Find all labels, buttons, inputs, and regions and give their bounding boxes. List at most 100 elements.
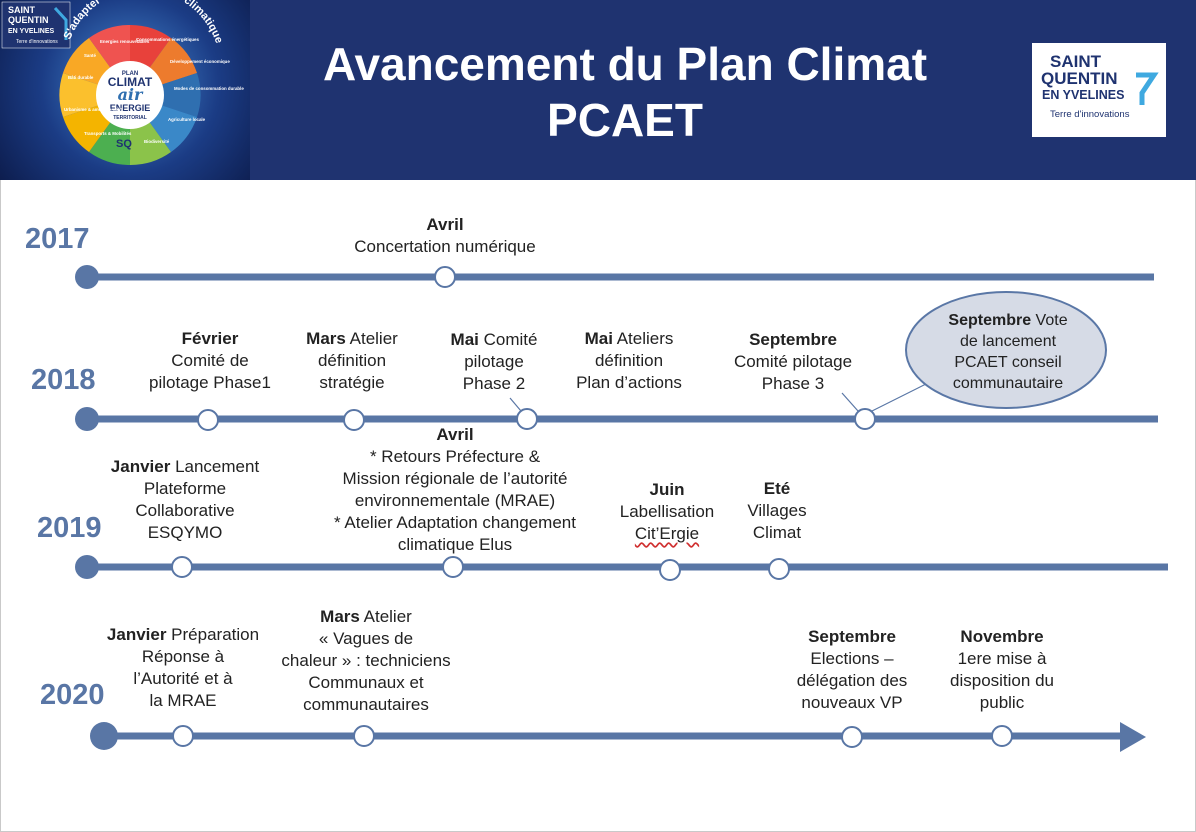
saint-quentin-logo-icon: SAINT QUENTIN EN YVELINES Terre d'innova…	[1041, 52, 1159, 120]
event-text: Labellisation	[619, 502, 715, 521]
event-2018-mai-comite: Mai Comité pilotage Phase 2	[432, 329, 556, 395]
event-text: Climat	[752, 523, 802, 542]
timeline-start-dot-2017	[75, 265, 99, 289]
right-logo-line1: SAINT	[1050, 52, 1102, 71]
event-month: Mars	[306, 329, 346, 348]
event-2018-septembre-comite: Septembre Comité pilotage Phase 3	[712, 329, 874, 395]
connector-2018-vote	[871, 382, 929, 412]
left-brand-line1: SAINT	[8, 5, 36, 15]
event-marker-2018-mars	[343, 409, 365, 431]
page-title: Avancement du Plan Climat PCAET	[260, 36, 990, 148]
event-2018-mai-ateliers: Mai Ateliers définition Plan d’actions	[558, 328, 700, 394]
event-text: la MRAE	[149, 691, 217, 710]
event-marker-2020-mars	[353, 725, 375, 747]
event-text: l’Autorité et à	[133, 669, 233, 688]
left-brand-line2: QUENTIN	[8, 15, 49, 25]
event-marker-2019-avril	[442, 556, 464, 578]
event-month: Mai	[584, 329, 613, 348]
event-marker-2018-fevrier	[197, 409, 219, 431]
wheel-center-line4: ENERGIE	[110, 103, 151, 113]
event-text: Préparation	[166, 625, 260, 644]
wheel-segment-label: Biodiversité	[144, 139, 170, 144]
wheel-segment-label: Energies renouvelables	[100, 39, 150, 44]
year-label-2020: 2020	[40, 679, 105, 711]
event-text: Cit’Ergie	[634, 524, 700, 543]
event-month: Février	[181, 329, 239, 348]
wheel-segment-label: Urbanisme & aménagement	[64, 107, 122, 112]
event-2019-janvier: Janvier Lancement Plateforme Collaborati…	[90, 456, 280, 544]
event-text: de lancement	[959, 333, 1057, 350]
event-month: Septembre	[808, 627, 896, 646]
event-text: Comité	[478, 330, 538, 349]
event-month: Eté	[763, 479, 791, 498]
wheel-segment-label: Bâti durable	[68, 75, 94, 80]
vote-bubble	[905, 291, 1107, 409]
event-text: environnementale (MRAE)	[354, 491, 556, 510]
event-text: ESQYMO	[147, 523, 223, 542]
event-text: chaleur » : techniciens	[281, 651, 451, 670]
event-marker-2020-janvier	[172, 725, 194, 747]
event-marker-2019-janvier	[171, 556, 193, 578]
connector-2018-mai	[509, 397, 522, 412]
event-text: Atelier	[345, 329, 398, 348]
event-text: définition	[594, 351, 664, 370]
event-text: Comité de	[171, 351, 249, 370]
event-text: Lancement	[170, 457, 260, 476]
event-text: Atelier	[359, 607, 412, 626]
event-text: PCAET conseil	[954, 354, 1062, 371]
event-month: Juin	[649, 480, 685, 499]
event-month: Novembre	[960, 627, 1044, 646]
event-month: Septembre	[948, 312, 1032, 329]
event-text: stratégie	[319, 373, 385, 392]
event-text: Concertation numérique	[354, 237, 536, 256]
event-text: Collaborative	[135, 501, 235, 520]
wheel-segment-label: Consommations énergétiques	[136, 37, 200, 42]
event-marker-2019-juin	[659, 559, 681, 581]
wheel-center-line3: air	[118, 85, 144, 104]
wheel-center-line5: TERRITORIAL	[113, 115, 147, 121]
event-text: Phase 3	[761, 374, 825, 393]
event-text: communautaires	[303, 695, 429, 714]
event-text: Villages	[747, 501, 807, 520]
sq-mark: SQ	[116, 138, 132, 150]
event-text: disposition du	[950, 671, 1054, 690]
event-text: Mission régionale de l’autorité	[342, 469, 568, 488]
event-marker-2017-avril	[434, 266, 456, 288]
event-text: Communaux et	[308, 673, 424, 692]
event-text: Réponse à	[141, 647, 225, 666]
page-title-line1: Avancement du Plan Climat	[322, 38, 928, 90]
right-logo-tagline: Terre d'innovations	[1050, 109, 1130, 120]
event-text: Ateliers	[612, 329, 674, 348]
left-brand-line3: EN YVELINES	[8, 28, 54, 35]
timeline-start-dot-2018	[75, 407, 99, 431]
event-text: « Vagues de	[318, 629, 414, 648]
event-month: Avril	[426, 215, 464, 234]
event-marker-2020-septembre	[841, 726, 863, 748]
event-text: Elections –	[810, 649, 894, 668]
event-text: Plan d’actions	[576, 373, 682, 392]
event-text: Comité pilotage	[733, 352, 853, 371]
event-text: nouveaux VP	[801, 693, 903, 712]
wheel-center-line2: CLIMAT	[108, 75, 153, 89]
saint-quentin-logo: SAINT QUENTIN EN YVELINES Terre d'innova…	[1032, 43, 1166, 137]
wheel-segment-label: Transports & Mobilités	[84, 131, 132, 136]
year-label-2017: 2017	[25, 223, 90, 255]
connector-2018-septembre	[841, 392, 859, 412]
plan-climat-wheel-icon: SAINT QUENTIN EN YVELINES Terre d'innova…	[1, 0, 244, 166]
event-text: Phase 2	[462, 374, 526, 393]
plan-climat-logo: SAINT QUENTIN EN YVELINES Terre d'innova…	[0, 0, 250, 180]
event-month: Mars	[320, 607, 360, 626]
event-2019-juin: Juin Labellisation Cit’Ergie	[606, 479, 728, 545]
event-2018-septembre-vote: Septembre Vote de lancement PCAET consei…	[914, 310, 1102, 394]
event-2020-janvier: Janvier Préparation Réponse à l’Autorité…	[88, 624, 278, 712]
timeline-arrow-head	[1120, 722, 1146, 752]
wheel-segment-label: Santé	[84, 53, 97, 58]
year-label-2019: 2019	[37, 512, 102, 544]
right-logo-line2: QUENTIN	[1041, 69, 1118, 88]
event-2019-ete: Eté Villages Climat	[732, 478, 822, 544]
event-2020-septembre: Septembre Elections – délégation des nou…	[776, 626, 928, 714]
wheel-segment-label: Agriculture locale	[168, 117, 206, 122]
event-month: Janvier	[106, 625, 167, 644]
event-text: communautaire	[952, 375, 1064, 392]
